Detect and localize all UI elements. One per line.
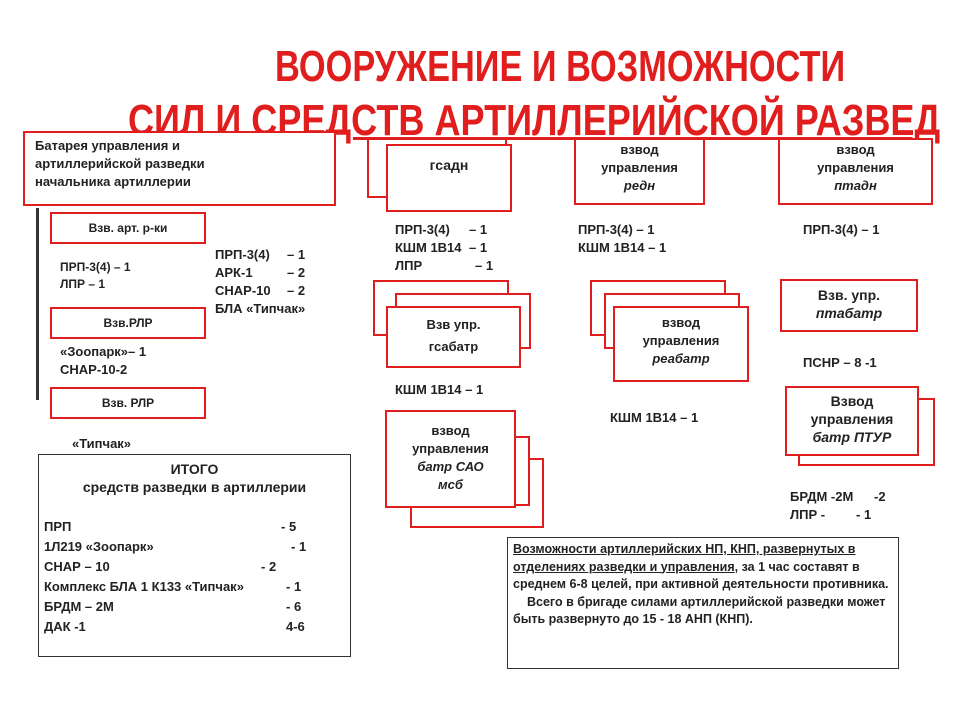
- gsabatr-line-1: Взв упр.: [426, 317, 481, 332]
- battery-box-line-2: артиллерийской разведки: [35, 156, 205, 171]
- tipchak-label: «Типчак»: [72, 436, 132, 451]
- ptur-line-2: управления: [810, 411, 894, 427]
- redn-box: взвод управления редн: [574, 138, 705, 205]
- redn-line-2: управления: [601, 160, 678, 175]
- redn-item-1: ПРП-3(4) – 1: [578, 222, 655, 237]
- bracket-line: [36, 208, 39, 400]
- ptur-items: БРДМ -2М-2 ЛПР -- 1: [790, 488, 886, 524]
- gsadn-items: ПРП-3(4)– 1 КШМ 1В14– 1 ЛПР– 1: [395, 221, 493, 275]
- ptabatr-line-2: птабатр: [815, 305, 883, 321]
- summary-title: ИТОГО: [170, 461, 219, 477]
- gsabatr-box: Взв упр. гсабатр: [386, 306, 521, 368]
- middle-equipment-list: ПРП-3(4)– 1 АРК-1– 2 СНАР-10– 2 БЛА «Тип…: [215, 246, 305, 318]
- sao-line-1: взвод: [431, 423, 470, 438]
- summary-row: Комплекс БЛА 1 К133 «Типчак»- 1: [44, 579, 302, 594]
- ptadn-line-1: взвод: [836, 142, 875, 157]
- rlr-platoon-label-2: Взв. РЛР: [101, 396, 155, 410]
- rlr-platoon-label-1: Взв.РЛР: [103, 316, 153, 330]
- reabatr-line-3: реабатр: [652, 351, 710, 366]
- note-rest: , за 1 час составят в среднем 6-8 целей,…: [513, 559, 889, 592]
- gsadn-item: ЛПР– 1: [395, 258, 494, 273]
- art-recon-platoon-items: ПРП-3(4) – 1 ЛПР – 1: [60, 259, 131, 293]
- summary-row: БРДМ – 2М- 6: [44, 599, 302, 614]
- middle-item-2: АРК-1– 2: [215, 265, 306, 280]
- sao-box: взвод управления батр САО мсб: [385, 410, 516, 508]
- rlr-platoon-box-2: Взв. РЛР: [50, 387, 206, 419]
- gsadn-box: гсадн: [386, 144, 512, 212]
- art-recon-item-2: ЛПР – 1: [60, 277, 106, 291]
- gsadn-label: гсадн: [429, 157, 469, 173]
- ptabatr-box: Взв. упр. птабатр: [780, 279, 918, 332]
- summary-row: СНАР – 10- 2: [44, 559, 277, 574]
- note-paragraph-1: Возможности артиллерийских НП, КНП, разв…: [513, 541, 893, 594]
- battery-box-line-1: Батарея управления и: [35, 138, 180, 153]
- summary-rows: ПРП- 5 1Л219 «Зоопарк»- 1 СНАР – 10- 2 К…: [39, 518, 350, 638]
- battery-box-line-3: начальника артиллерии: [35, 174, 191, 189]
- summary-box: ИТОГО средств разведки в артиллерии ПРП-…: [38, 454, 351, 657]
- middle-item-3: СНАР-10– 2: [215, 283, 306, 298]
- gsabatr-item: КШМ 1В14 – 1: [395, 382, 484, 397]
- ptabatr-item: ПСНР – 8 -1: [803, 355, 877, 370]
- summary-row: 1Л219 «Зоопарк»- 1: [44, 539, 307, 554]
- art-recon-platoon-label: Взв. арт. р-ки: [88, 221, 168, 235]
- art-recon-platoon-box: Взв. арт. р-ки: [50, 212, 206, 244]
- gsadn-item: ПРП-3(4)– 1: [395, 222, 488, 237]
- art-recon-item-1: ПРП-3(4) – 1: [60, 260, 131, 274]
- redn-items: ПРП-3(4) – 1 КШМ 1В14 – 1: [578, 221, 666, 257]
- redn-line-3: редн: [623, 178, 656, 193]
- gsadn-item: КШМ 1В14– 1: [395, 240, 488, 255]
- capabilities-note: Возможности артиллерийских НП, КНП, разв…: [507, 537, 899, 669]
- summary-subtitle: средств разведки в артиллерии: [82, 479, 307, 495]
- ptur-line-3: батр ПТУР: [812, 429, 892, 445]
- rlr-item-2: СНАР-10-2: [60, 362, 128, 377]
- rlr-item-1: «Зоопарк»– 1: [60, 344, 147, 359]
- title-line-1: ВООРУЖЕНИЕ И ВОЗМОЖНОСТИ: [275, 42, 846, 91]
- gsabatr-line-2: гсабатр: [428, 339, 479, 354]
- middle-item-4: БЛА «Типчак»: [215, 301, 306, 316]
- ptadn-line-2: управления: [817, 160, 894, 175]
- reabatr-line-1: взвод: [661, 315, 701, 330]
- redn-line-1: взвод: [620, 142, 659, 157]
- reabatr-item: КШМ 1В14 – 1: [610, 410, 699, 425]
- ptadn-item: ПРП-3(4) – 1: [803, 222, 880, 237]
- ptadn-line-3: птадн: [834, 178, 877, 193]
- sao-line-3: батр САО: [417, 459, 484, 474]
- sao-line-2: управления: [412, 441, 489, 456]
- note-underlined: Возможности артиллерийских НП, КНП, разв…: [513, 542, 856, 574]
- rlr-platoon-items: «Зоопарк»– 1 СНАР-10-2: [60, 343, 146, 379]
- ptabatr-line-1: Взв. упр.: [817, 287, 881, 303]
- redn-item-2: КШМ 1В14 – 1: [578, 240, 667, 255]
- ptur-item: БРДМ -2М-2: [790, 489, 886, 504]
- note-paragraph-2: Всего в бригаде силами артиллерийской ра…: [513, 594, 886, 627]
- summary-row: ПРП- 5: [44, 519, 297, 534]
- rlr-platoon-box-1: Взв.РЛР: [50, 307, 206, 339]
- ptur-item: ЛПР -- 1: [790, 507, 872, 522]
- ptur-box: Взвод управления батр ПТУР: [785, 386, 919, 456]
- reabatr-box: взвод управления реабатр: [613, 306, 749, 382]
- sao-line-4: мсб: [438, 477, 463, 492]
- battery-box: Батарея управления и артиллерийской разв…: [23, 131, 336, 206]
- middle-item-1: ПРП-3(4)– 1: [215, 247, 306, 262]
- reabatr-line-2: управления: [642, 333, 720, 348]
- ptur-line-1: Взвод: [830, 393, 874, 409]
- ptadn-box: взвод управления птадн: [778, 138, 933, 205]
